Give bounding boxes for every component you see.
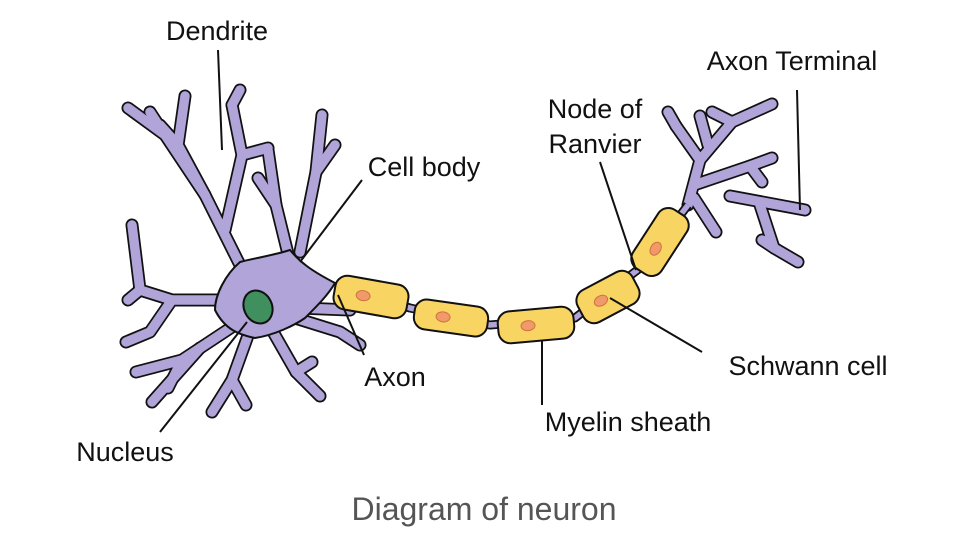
label-dendrite: Dendrite — [166, 16, 268, 46]
dendrite-branch — [695, 111, 713, 150]
myelin-segment — [575, 269, 641, 325]
nucleus-pointer — [159, 321, 248, 433]
dendrite-branch — [227, 375, 251, 410]
node-of-ranvier-pointer — [599, 161, 637, 271]
label-node-of-ranvier-line2: Ranvier — [548, 129, 641, 159]
dendrite-branch — [253, 173, 281, 210]
myelin-segment — [630, 206, 690, 278]
schwann-cell — [332, 274, 410, 320]
label-axon-terminal: Axon Terminal — [707, 46, 878, 76]
dendrites — [119, 83, 812, 419]
caption: Diagram of neuron — [351, 491, 616, 527]
schwann-nucleus — [593, 294, 609, 307]
dendrite-branch — [155, 120, 183, 150]
nucleus-shape — [242, 289, 274, 325]
dendrite-branch — [663, 107, 681, 131]
dendrite-branch — [707, 107, 737, 127]
schwann-cell — [496, 305, 576, 345]
dendrite-pointer — [217, 49, 223, 151]
schwann-nucleus — [520, 320, 536, 332]
dendrite-branch — [127, 220, 230, 305]
axon-pointer — [337, 294, 365, 356]
label-axon: Axon — [364, 362, 426, 392]
dendrite-branch — [689, 193, 721, 237]
label-nucleus: Nucleus — [76, 437, 174, 467]
dendrite-branch — [123, 285, 145, 305]
label-cell-body: Cell body — [368, 152, 481, 182]
dendrite-branch — [163, 355, 187, 393]
schwann-cell — [575, 269, 641, 325]
myelin-segment — [332, 274, 410, 320]
dendrite-branch — [227, 85, 245, 110]
schwann-cell — [412, 298, 490, 338]
label-myelin-sheath: Myelin sheath — [545, 407, 712, 437]
myelin-segment — [412, 298, 490, 338]
dendrite-branch — [757, 235, 779, 253]
myelin-segment — [496, 305, 576, 345]
schwann-nucleus — [355, 290, 371, 302]
schwann-nucleus — [649, 241, 662, 256]
cell-body-pointer — [299, 179, 363, 263]
dendrite-branch — [745, 161, 767, 187]
schwann-nucleus — [435, 311, 451, 323]
myelin-sheath-segments — [332, 206, 690, 345]
dendrite-branch — [311, 140, 340, 177]
dendrite-branch — [725, 191, 810, 215]
dendrite-branch — [121, 295, 177, 347]
schwann-cell-pointer — [609, 297, 703, 353]
axon-terminal-pointer — [796, 89, 801, 211]
label-node-of-ranvier-line1: Node of — [548, 94, 643, 124]
dendrite-branch — [290, 313, 365, 350]
cell-body — [213, 248, 337, 340]
schwann-cell — [630, 206, 690, 278]
label-schwann-cell: Schwann cell — [728, 351, 887, 381]
dendrite-branch — [291, 357, 317, 377]
